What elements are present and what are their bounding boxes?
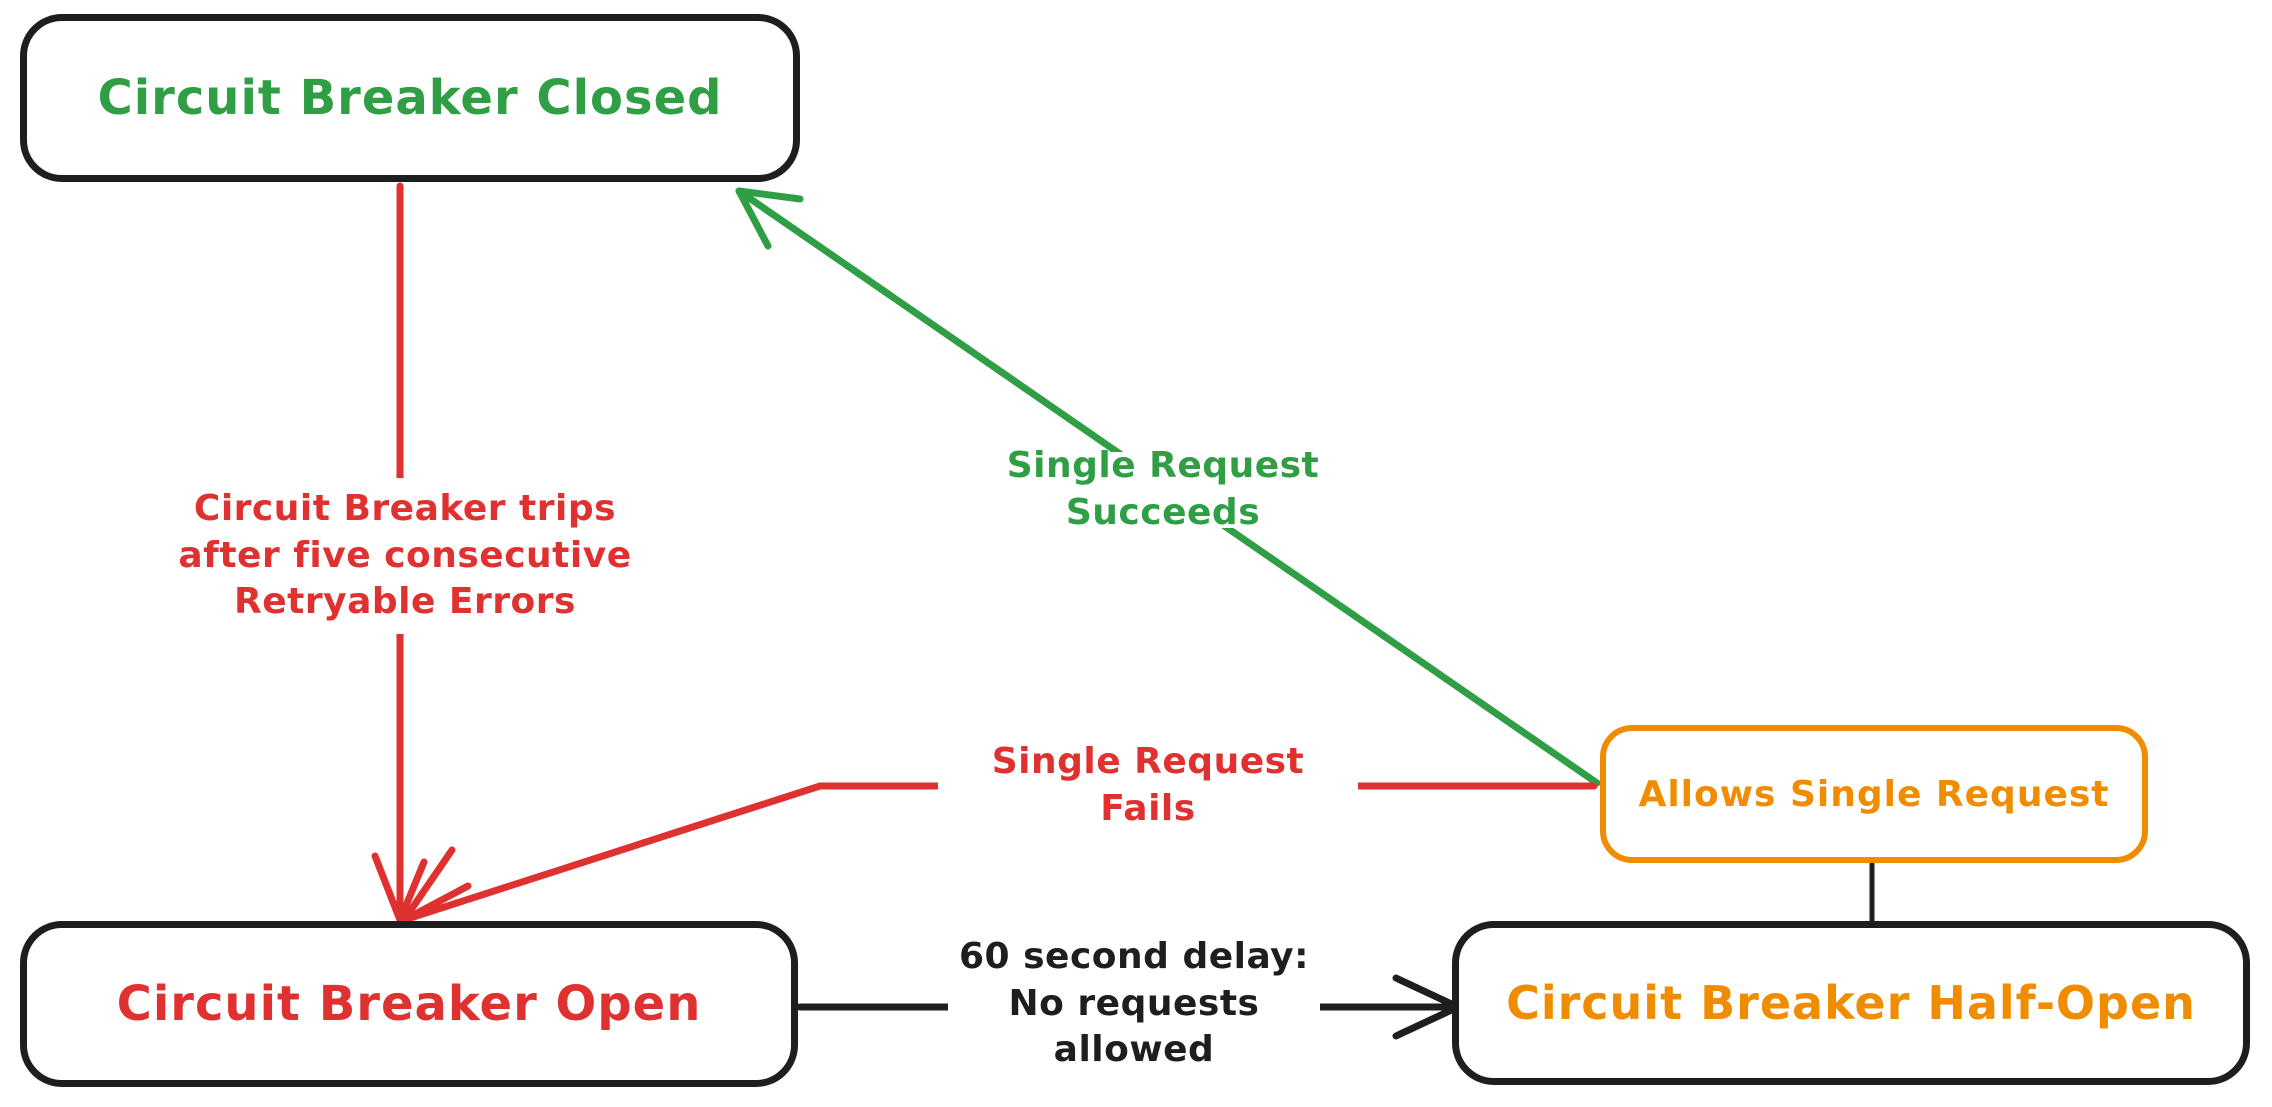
edge-label-delay: 60 second delay: No requests allowed bbox=[948, 936, 1320, 1070]
edge-succeed-arrowhead bbox=[735, 187, 804, 250]
node-circuit-breaker-half-open: Circuit Breaker Half-Open bbox=[1452, 921, 2250, 1085]
node-circuit-breaker-open: Circuit Breaker Open bbox=[20, 921, 798, 1087]
node-circuit-breaker-open-label: Circuit Breaker Open bbox=[116, 976, 702, 1032]
node-circuit-breaker-closed: Circuit Breaker Closed bbox=[20, 14, 800, 182]
edge-label-single-request-fails: Single Request Fails bbox=[938, 741, 1358, 829]
node-circuit-breaker-closed-label: Circuit Breaker Closed bbox=[97, 70, 723, 126]
node-allows-single-request-label: Allows Single Request bbox=[1638, 773, 2110, 815]
edge-trip-arrowhead bbox=[371, 852, 428, 924]
edge-delay-arrowhead bbox=[1392, 974, 1462, 1040]
node-circuit-breaker-half-open-label: Circuit Breaker Half-Open bbox=[1506, 976, 2196, 1030]
edge-fail-arrowhead bbox=[400, 846, 472, 924]
edge-label-single-request-succeeds: Single Request Succeeds bbox=[908, 445, 1418, 533]
node-allows-single-request: Allows Single Request bbox=[1600, 725, 2148, 863]
edge-label-trip: Circuit Breaker trips after five consecu… bbox=[165, 478, 645, 634]
